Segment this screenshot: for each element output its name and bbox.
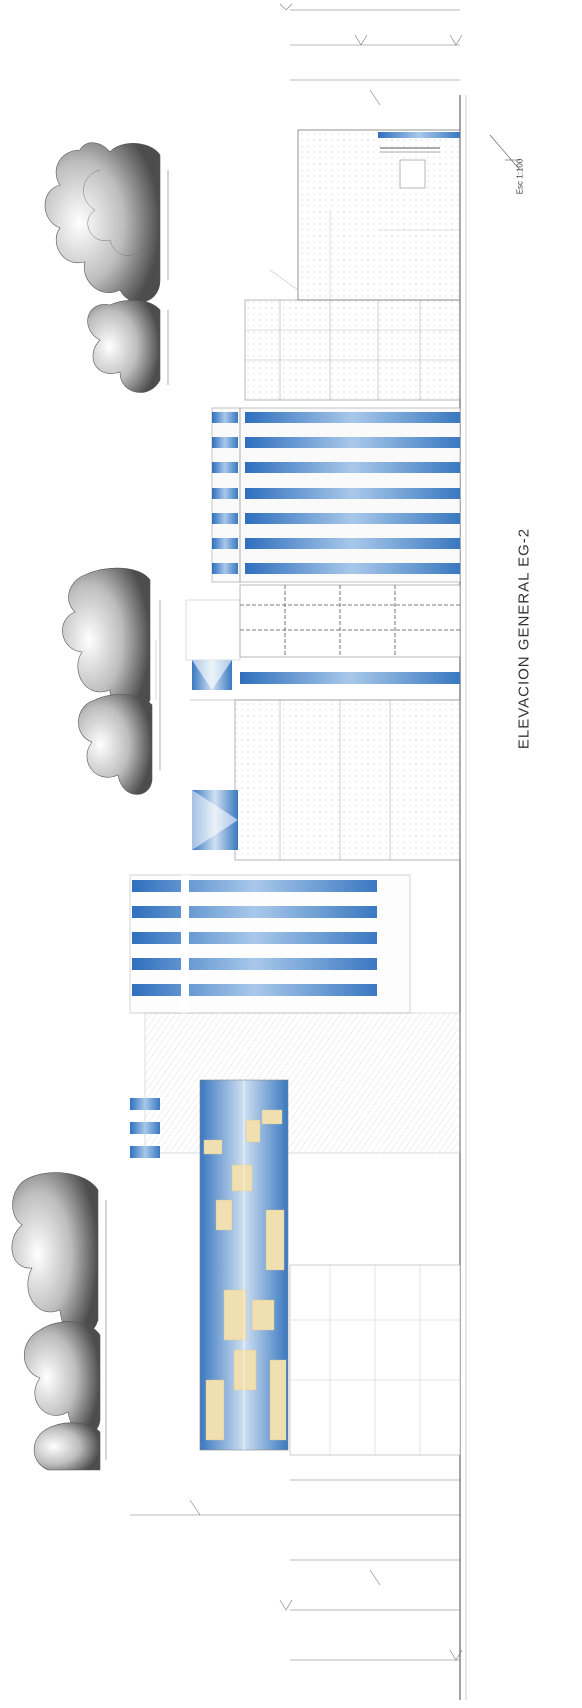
ground-line bbox=[459, 95, 467, 1700]
structural-frame bbox=[185, 584, 461, 661]
tree-canopy-icon bbox=[11, 142, 169, 1471]
level-marker-icon bbox=[130, 3, 463, 1661]
grid-structure bbox=[289, 1264, 461, 1456]
building-block-east bbox=[269, 129, 461, 301]
north-arrow-icon bbox=[489, 134, 521, 171]
facade-fins-upper bbox=[211, 407, 461, 583]
scale-block: Esc 1:100 bbox=[505, 150, 535, 210]
facade-fin-single bbox=[190, 660, 460, 701]
drawing-title-block: ELEVACION GENERAL EG-2 bbox=[504, 430, 544, 850]
panel-wall bbox=[199, 1079, 289, 1451]
building-block-wing bbox=[130, 1012, 461, 1158]
facade-fins-lower bbox=[129, 860, 461, 1014]
building-block-stair bbox=[244, 299, 461, 401]
building-block-central bbox=[192, 699, 461, 861]
drawing-scale: Esc 1:100 bbox=[515, 158, 525, 195]
drawing-title: ELEVACION GENERAL EG-2 bbox=[515, 527, 533, 750]
